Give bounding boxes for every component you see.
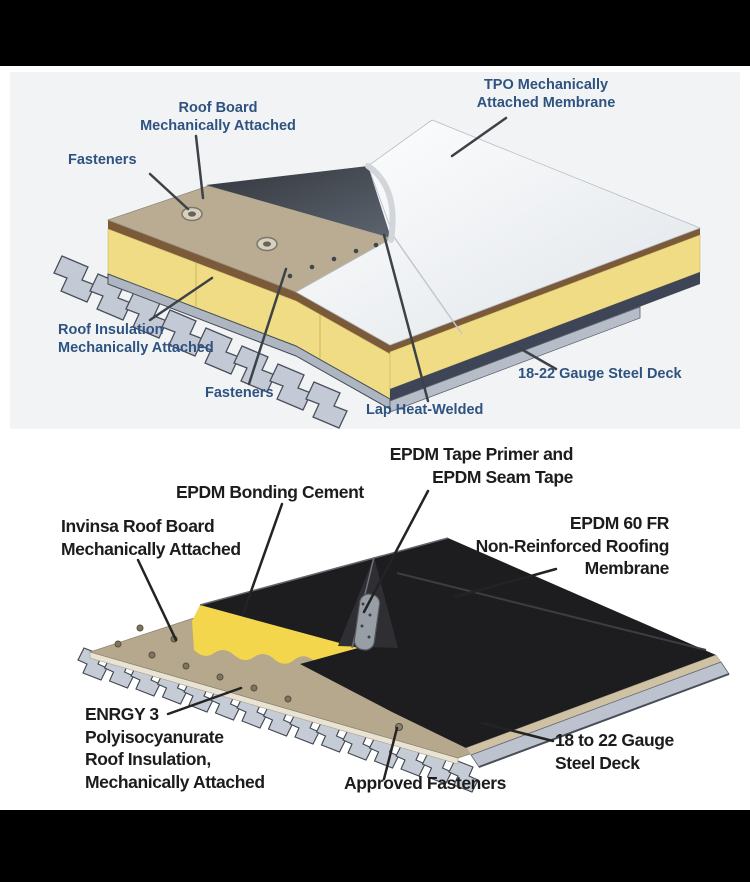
label-tpo-membrane: TPO Mechanically Attached Membrane [476, 77, 616, 111]
tpo-leader-lines [148, 116, 558, 403]
board-edge-brown [108, 220, 390, 354]
seam-tape-speckle [360, 602, 372, 639]
membrane-curl [365, 163, 396, 243]
label-epdm-membrane: EPDM 60 FR Non-Reinforced Roofing Membra… [475, 513, 670, 578]
board-edge-brown-right [390, 228, 700, 352]
membrane-fastener-dots [287, 242, 379, 279]
label-invinsa-board: Invinsa Roof Board Mechanically Attached [61, 516, 241, 559]
label-fasteners-bottom: Fasteners [205, 385, 274, 401]
label-steel-deck-bottom: 18 to 22 Gauge Steel Deck [555, 730, 674, 773]
fastener-plate [181, 206, 278, 252]
tpo-roof-assembly [53, 116, 702, 429]
membrane-lap-line [393, 236, 463, 335]
membrane-edge-highlight [199, 537, 449, 606]
epdm-leader-lines [136, 489, 558, 781]
seam-tape-roll [353, 593, 381, 651]
deck-edge-light-right [389, 306, 641, 413]
deck-edge-shadow [478, 673, 730, 768]
deck-edge-dark-right [390, 272, 700, 401]
label-bonding-cement: EPDM Bonding Cement [176, 482, 364, 502]
top-letterbox-bar [0, 0, 750, 66]
label-tape-primer: EPDM Tape Primer and EPDM Seam Tape [389, 444, 574, 487]
label-roof-insulation: Roof Insulation Mechanically Attached [58, 322, 214, 356]
label-approved-fasteners: Approved Fasteners [344, 773, 507, 793]
bonding-cement-shape [192, 605, 362, 667]
seam-overlap-line [396, 572, 707, 651]
label-steel-deck-top: 18-22 Gauge Steel Deck [518, 366, 682, 382]
label-fasteners-top: Fasteners [68, 152, 137, 168]
epdm-roof-assembly [77, 489, 730, 793]
label-roof-board: Roof Board Mechanically Attached [140, 100, 296, 134]
epdm-membrane-shape [200, 538, 716, 748]
bottom-letterbox-bar [0, 810, 750, 882]
tpo-peel-underside [206, 166, 391, 238]
label-lap-heat-welded: Lap Heat-Welded [366, 402, 484, 418]
label-enrgy-insulation: ENRGY 3 Polyisocyanurate Roof Insulation… [85, 704, 265, 792]
